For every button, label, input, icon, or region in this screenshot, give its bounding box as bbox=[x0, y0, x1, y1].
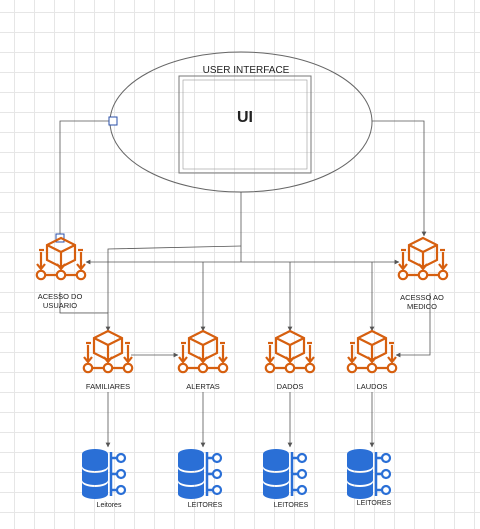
svg-text:LEITORES: LEITORES bbox=[188, 502, 223, 509]
node-acesso-usuario[interactable]: ACESSO DO USUARIO bbox=[35, 236, 87, 310]
node-acesso-medico[interactable]: ACESSO AO MEDICO bbox=[397, 236, 449, 311]
node-familiares[interactable]: FAMILIARES bbox=[82, 329, 134, 391]
node-dados[interactable]: DADOS bbox=[264, 329, 316, 391]
user-interface-title: USER INTERFACE bbox=[203, 65, 290, 76]
svg-text:ALERTAS: ALERTAS bbox=[186, 382, 220, 391]
database-leitores-1[interactable]: Leitores bbox=[80, 447, 127, 509]
svg-text:DADOS: DADOS bbox=[277, 382, 304, 391]
node-laudos[interactable]: LAUDOS bbox=[346, 329, 398, 391]
node-alertas[interactable]: ALERTAS bbox=[177, 329, 229, 391]
svg-text:MEDICO: MEDICO bbox=[407, 302, 437, 311]
svg-text:USUARIO: USUARIO bbox=[43, 301, 77, 310]
svg-text:LEITORES: LEITORES bbox=[357, 500, 392, 507]
svg-text:FAMILIARES: FAMILIARES bbox=[86, 382, 130, 391]
database-leitores-3[interactable]: LEITORES bbox=[261, 447, 309, 509]
ui-label: UI bbox=[237, 109, 253, 126]
svg-text:LAUDOS: LAUDOS bbox=[357, 382, 388, 391]
database-leitores-4[interactable]: LEITORES bbox=[345, 447, 392, 507]
database-leitores-2[interactable]: LEITORES bbox=[176, 447, 223, 509]
connection-point[interactable] bbox=[108, 116, 118, 126]
svg-text:Leitores: Leitores bbox=[97, 502, 122, 509]
svg-text:ACESSO DO: ACESSO DO bbox=[38, 292, 83, 301]
svg-text:LEITORES: LEITORES bbox=[274, 502, 309, 509]
ui-box[interactable] bbox=[178, 75, 312, 174]
connectors bbox=[59, 120, 431, 448]
svg-text:ACESSO AO: ACESSO AO bbox=[400, 293, 444, 302]
